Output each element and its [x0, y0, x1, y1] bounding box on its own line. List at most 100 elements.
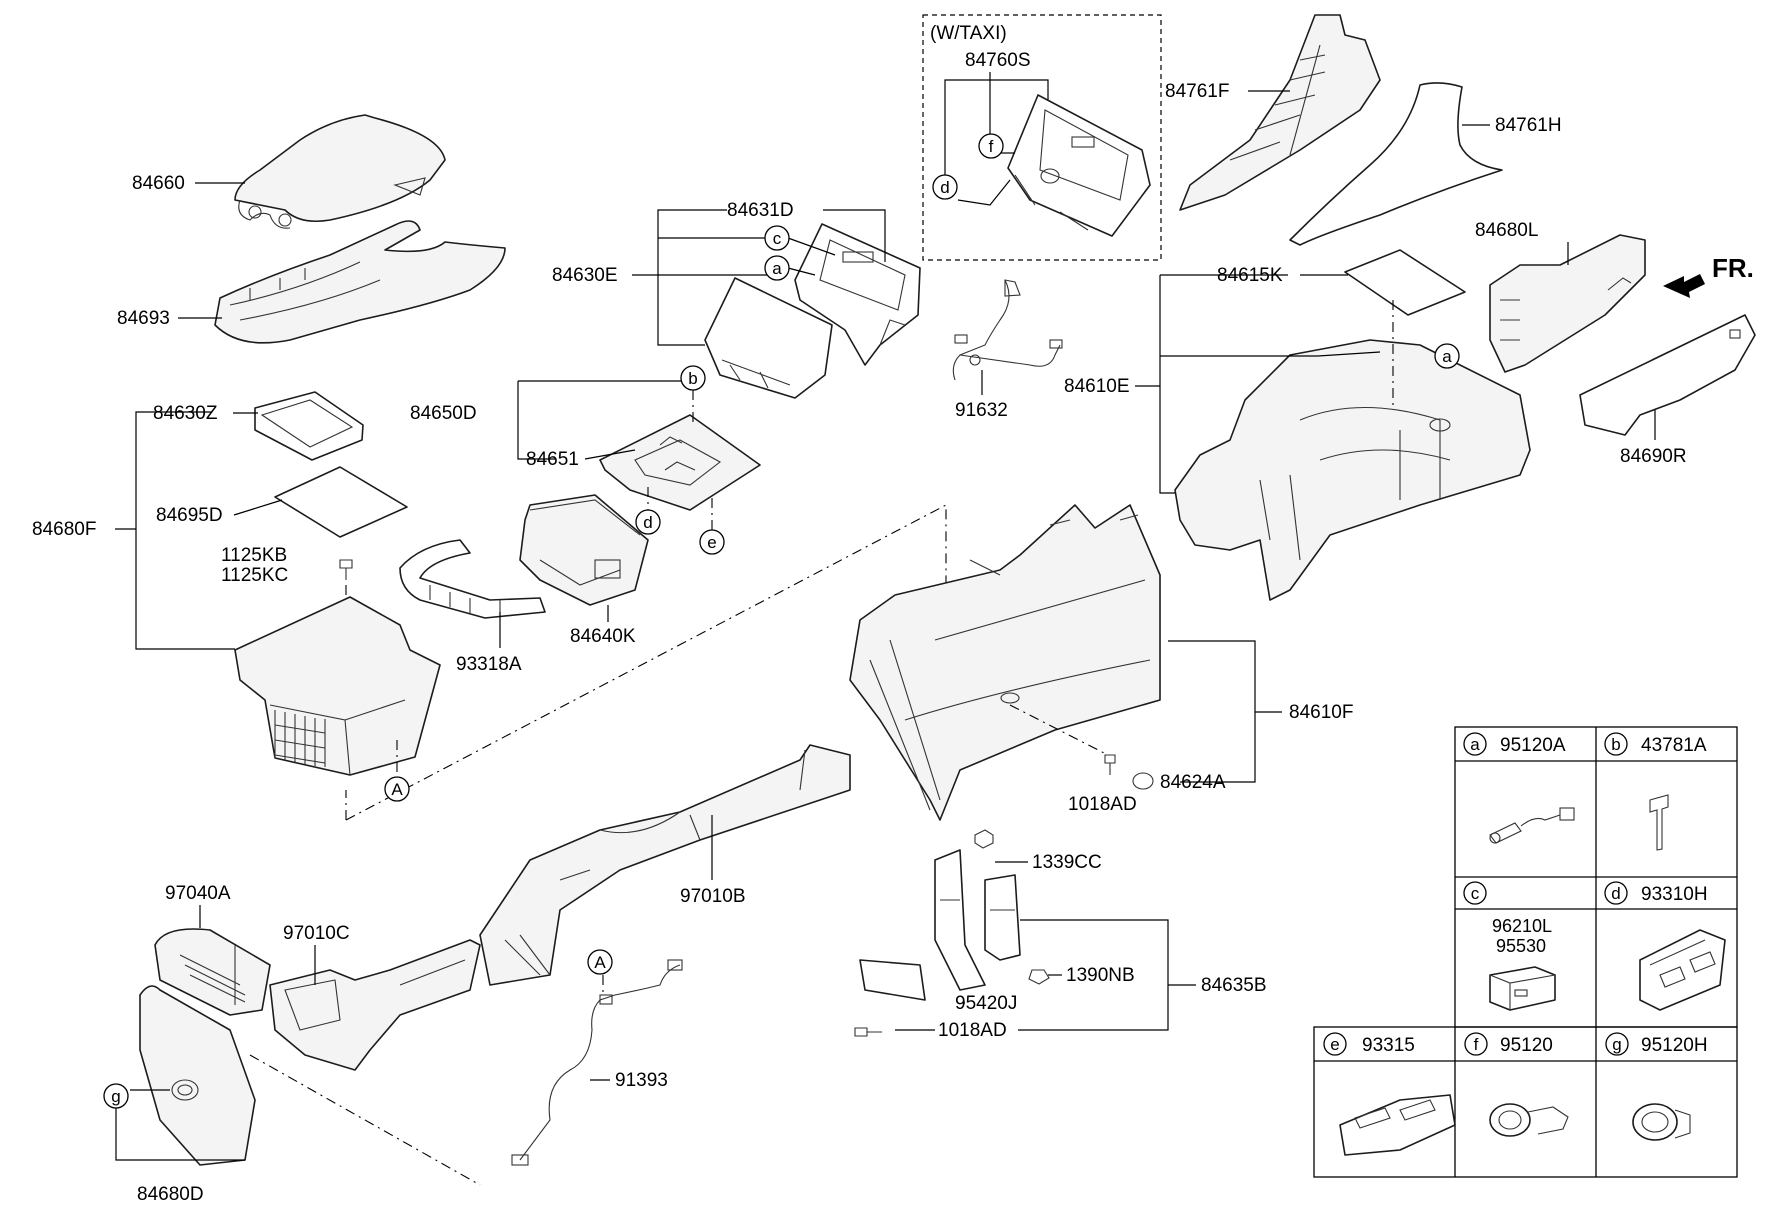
- pillar-trim-84761F: [1179, 14, 1381, 211]
- taxi-switch-panel: [1007, 94, 1151, 237]
- legend-cell-b: b 43781A: [1604, 732, 1707, 851]
- label-84635B: 84635B: [1201, 975, 1267, 996]
- console-bin: [234, 596, 441, 776]
- label-91632: 91632: [955, 400, 1008, 421]
- callout-g: g: [111, 1087, 120, 1106]
- screw-1125KB: [339, 559, 353, 580]
- pillar-trim-84761H: [1289, 82, 1503, 246]
- armrest-cover: [234, 114, 446, 229]
- label-97010C: 97010C: [283, 923, 350, 944]
- label-84660: 84660: [132, 173, 185, 194]
- label-84761F: 84761F: [1165, 81, 1229, 102]
- label-84760S: 84760S: [965, 50, 1031, 71]
- main-console: [849, 504, 1161, 821]
- monitor-bezel: [794, 223, 921, 366]
- console-side-84680L: [1489, 234, 1646, 373]
- label-84680L: 84680L: [1475, 220, 1538, 241]
- label-1390NB: 1390NB: [1066, 965, 1135, 986]
- callout-c: c: [773, 229, 782, 248]
- screw-1018AD: [1104, 754, 1116, 775]
- legend-cell-c: c 96210L 95530: [1463, 881, 1556, 1011]
- label-84680F: 84680F: [32, 519, 96, 540]
- label-84610F: 84610F: [1289, 702, 1353, 723]
- tray-mat: [274, 466, 408, 538]
- legend-icon-switch-pair: [1339, 1094, 1456, 1156]
- armrest-base: [214, 220, 506, 344]
- callout-d: d: [643, 513, 652, 532]
- label-84650D: 84650D: [410, 403, 477, 424]
- label-84631D: 84631D: [727, 200, 794, 221]
- grommet: [1132, 772, 1154, 790]
- front-direction-arrow: [1663, 274, 1705, 298]
- legend-letter-d: d: [1611, 884, 1620, 903]
- legend-cell-a: a 95120A: [1463, 732, 1575, 844]
- legend-cell-g: g 95120H: [1605, 1032, 1708, 1141]
- legend-part-43781A: 43781A: [1641, 735, 1707, 756]
- legend-cell-f: f 95120: [1464, 1032, 1569, 1137]
- usb-cable: [511, 959, 683, 1166]
- legend-icon-socket: [1632, 1103, 1691, 1141]
- label-84651: 84651: [526, 449, 579, 470]
- legend-letter-a: a: [1470, 735, 1480, 754]
- legend-icon-power-outlet: [1489, 1103, 1569, 1137]
- label-84615K: 84615K: [1217, 265, 1283, 286]
- legend-cell-d: d 93310H: [1604, 881, 1726, 1011]
- console-cover-84690R: [1579, 314, 1756, 436]
- console-mat-84615K: [1344, 249, 1466, 316]
- label-84690R: 84690R: [1620, 446, 1687, 467]
- label-1339CC: 1339CC: [1032, 852, 1102, 873]
- callout-d-inset: d: [940, 178, 949, 197]
- callouts: f d c a b d e A A a g: [103, 133, 1460, 1109]
- label-84695D: 84695D: [156, 505, 223, 526]
- label-84693: 84693: [117, 308, 170, 329]
- legend-cell-e: e 93315: [1323, 1032, 1456, 1156]
- legend-letter-b: b: [1611, 735, 1620, 754]
- legend-icon-switch-block: [1639, 929, 1726, 1011]
- callout-A-bin: A: [391, 780, 403, 799]
- callout-a-console: a: [1442, 347, 1452, 366]
- callout-A-cable: A: [594, 953, 606, 972]
- label-1125KC: 1125KC: [221, 565, 288, 586]
- callout-a-monitor: a: [772, 259, 782, 278]
- legend-icon-switch-connector: [1489, 807, 1575, 844]
- legend-icon-usb-jack: [1489, 966, 1556, 1011]
- legend-part-95120: 95120: [1500, 1035, 1553, 1056]
- legend-part-95530: 95530: [1496, 936, 1546, 956]
- rear-console-84610E: [1174, 339, 1531, 601]
- callout-f-inset: f: [989, 137, 994, 156]
- storage-tray: [254, 391, 364, 461]
- label-91393: 91393: [615, 1070, 668, 1091]
- label-93318A: 93318A: [456, 654, 522, 675]
- legend-icon-clip: [1649, 794, 1669, 851]
- part-labels: 84761F 84761H 84660 84693 84631D 84630E …: [32, 81, 1687, 1205]
- legend-table: a 95120A b 43781A c 96210L 95530: [1313, 726, 1738, 1178]
- label-84640K: 84640K: [570, 626, 636, 647]
- side-panel: [139, 985, 256, 1166]
- taxi-label: (W/TAXI): [930, 23, 1007, 44]
- label-84610E: 84610E: [1064, 376, 1130, 397]
- bracket-assembly: [854, 829, 1050, 1037]
- label-97010B: 97010B: [680, 886, 746, 907]
- legend-letter-e: e: [1330, 1035, 1339, 1054]
- monitor-wiring: [952, 279, 1063, 381]
- legend-letter-c: c: [1471, 884, 1480, 903]
- direction-label: FR.: [1712, 253, 1754, 283]
- label-97040A: 97040A: [165, 883, 231, 904]
- label-84630Z: 84630Z: [153, 403, 218, 424]
- air-vent: [154, 928, 271, 1016]
- label-1125KB: 1125KB: [221, 545, 287, 566]
- legend-letter-g: g: [1612, 1035, 1621, 1054]
- label-1018AD-upper: 1018AD: [1068, 794, 1137, 815]
- monitor-panel: [704, 277, 833, 399]
- legend-part-93315: 93315: [1362, 1035, 1415, 1056]
- front-air-duct: [269, 939, 481, 1071]
- legend-part-96210L: 96210L: [1492, 916, 1552, 936]
- legend-part-93310H: 93310H: [1641, 884, 1708, 905]
- legend-part-95120H: 95120H: [1641, 1035, 1708, 1056]
- shifter-housing: [519, 494, 649, 606]
- label-95420J: 95420J: [955, 993, 1017, 1014]
- label-84680D: 84680D: [137, 1184, 204, 1205]
- legend-part-95120A: 95120A: [1500, 735, 1566, 756]
- label-1018AD-lower: 1018AD: [938, 1020, 1007, 1041]
